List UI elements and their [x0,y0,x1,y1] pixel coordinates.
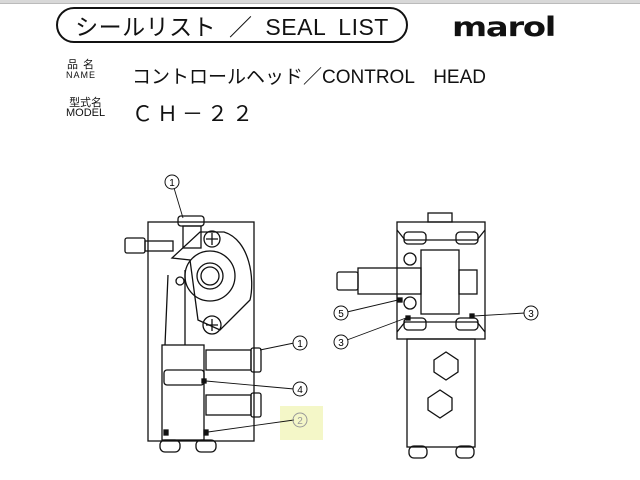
name-label-en: NAME [66,70,97,80]
callout-2: 2 [292,412,308,428]
callout-1-mid: 1 [292,335,308,351]
callout-4: 4 [292,381,308,397]
svg-text:1: 1 [169,178,175,189]
page-title: シールリスト ／ SEAL LIST [56,7,408,43]
svg-text:2: 2 [297,416,303,427]
svg-text:3: 3 [528,309,534,320]
svg-text:3: 3 [338,338,344,349]
model-label: 型式名 MODEL [66,97,106,119]
top-bar [0,0,640,4]
name-label: 品 名 NAME [66,59,97,81]
front-view [124,215,262,453]
svg-text:1: 1 [297,339,303,350]
svg-text:4: 4 [297,385,303,396]
side-view [336,212,486,459]
model-label-jp: 型式名 [69,97,103,109]
model-value: ＣＨ－２２ [132,103,257,126]
callout-3-left: 3 [333,334,349,350]
model-label-en: MODEL [66,107,106,119]
leader-lines [173,187,526,433]
title-text: シールリスト ／ SEAL LIST [75,14,389,40]
callout-3-right: 3 [523,305,539,321]
product-name: コントロールヘッド／CONTROL HEAD [132,67,486,88]
name-label-jp: 品 名 [66,59,96,71]
highlight-box [280,406,323,440]
svg-text:5: 5 [338,309,344,320]
brand-logo: marol [452,12,556,43]
callout-1-top: 1 [164,174,180,190]
callout-5: 5 [333,305,349,321]
